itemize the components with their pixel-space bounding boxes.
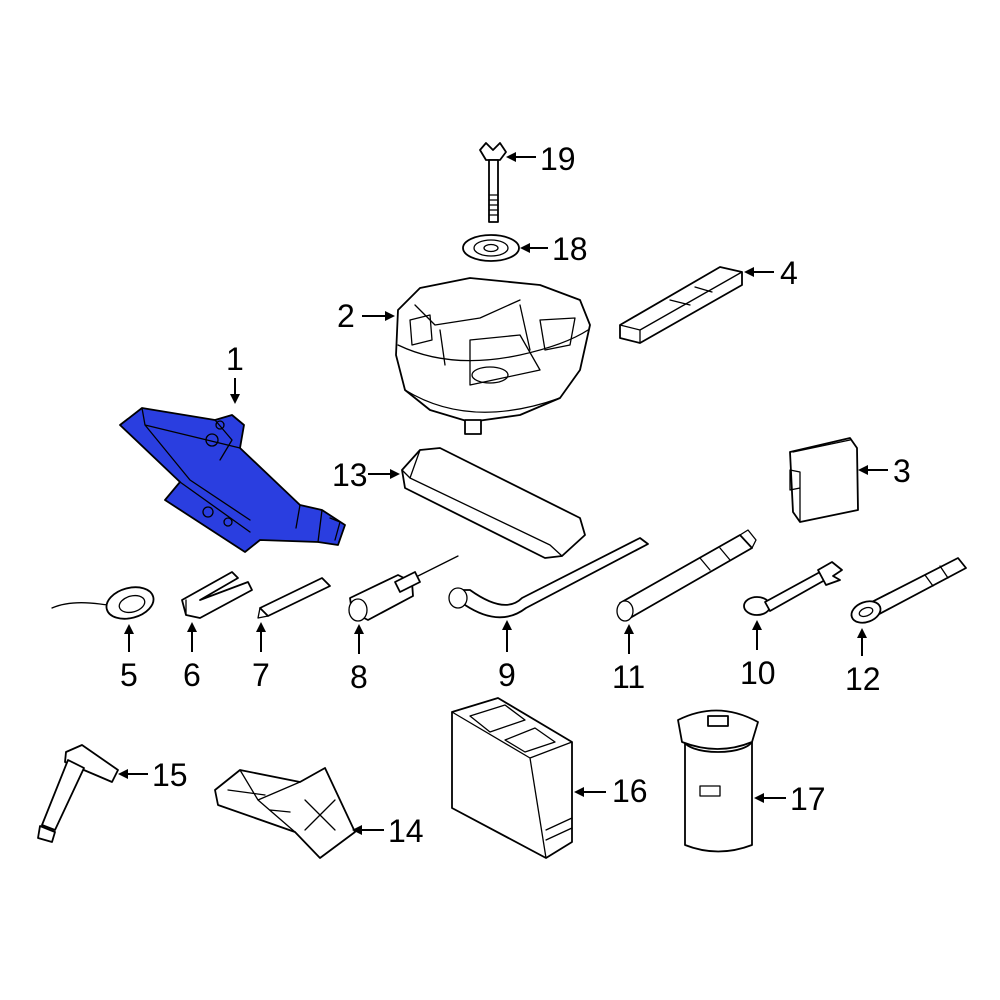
part-5-strap[interactable] [51,582,157,623]
callout-11: 11 [612,624,645,695]
callout-7: 7 [252,622,270,693]
callout-9: 9 [498,620,516,693]
callout-16: 16 [574,773,648,809]
callout-label: 7 [252,657,270,693]
callout-17: 17 [754,781,826,817]
part-8-socket[interactable] [348,555,459,622]
callout-label: 13 [332,457,368,493]
part-16-box[interactable] [451,697,573,859]
part-6-clip[interactable] [181,571,253,619]
part-13-pad[interactable] [401,447,586,559]
callout-label: 9 [498,657,516,693]
callout-label: 8 [350,659,368,695]
callout-label: 14 [388,813,424,849]
callout-15: 15 [118,757,188,793]
part-14-warning-triangle[interactable] [214,767,356,859]
callout-label: 15 [152,757,188,793]
part-15-t-pin[interactable] [37,744,119,843]
callout-14: 14 [352,813,424,849]
callout-label: 2 [337,298,355,334]
callout-label: 4 [780,255,798,291]
callout-label: 12 [845,661,881,697]
callout-label: 17 [790,781,826,817]
callout-2: 2 [337,298,395,334]
callout-1: 1 [226,341,244,404]
part-7-pin[interactable] [257,577,331,619]
callout-18: 18 [520,231,588,267]
callout-label: 10 [740,655,776,691]
callout-label: 11 [612,659,645,695]
part-17-canister[interactable] [677,709,759,853]
callout-19: 19 [506,141,576,177]
jack-body [119,407,346,553]
callout-8: 8 [350,624,368,695]
part-12-handle[interactable] [848,557,967,627]
callout-5: 5 [120,624,138,693]
callout-label: 18 [552,231,588,267]
callout-label: 19 [540,141,576,177]
callout-13: 13 [332,457,400,493]
part-4-tool-strip[interactable] [619,266,743,344]
part-19-wing-bolt[interactable] [479,142,507,223]
part-1-scissor-jack[interactable] [119,407,346,553]
part-18-washer[interactable] [462,234,520,262]
part-3-card[interactable] [789,437,859,523]
callout-10: 10 [740,620,776,691]
callout-label: 5 [120,657,138,693]
part-2-tool-tray[interactable] [395,277,591,435]
callout-6: 6 [183,622,201,693]
part-9-lug-wrench[interactable] [448,537,649,619]
callout-label: 16 [612,773,648,809]
callout-12: 12 [845,628,881,697]
part-11-extension-bar[interactable] [616,529,757,622]
part-10-wrench[interactable] [743,561,843,616]
callout-3: 3 [858,453,911,489]
callout-label: 3 [893,453,911,489]
callout-label: 6 [183,657,201,693]
callout-label: 1 [226,341,244,377]
callout-4: 4 [744,255,798,291]
